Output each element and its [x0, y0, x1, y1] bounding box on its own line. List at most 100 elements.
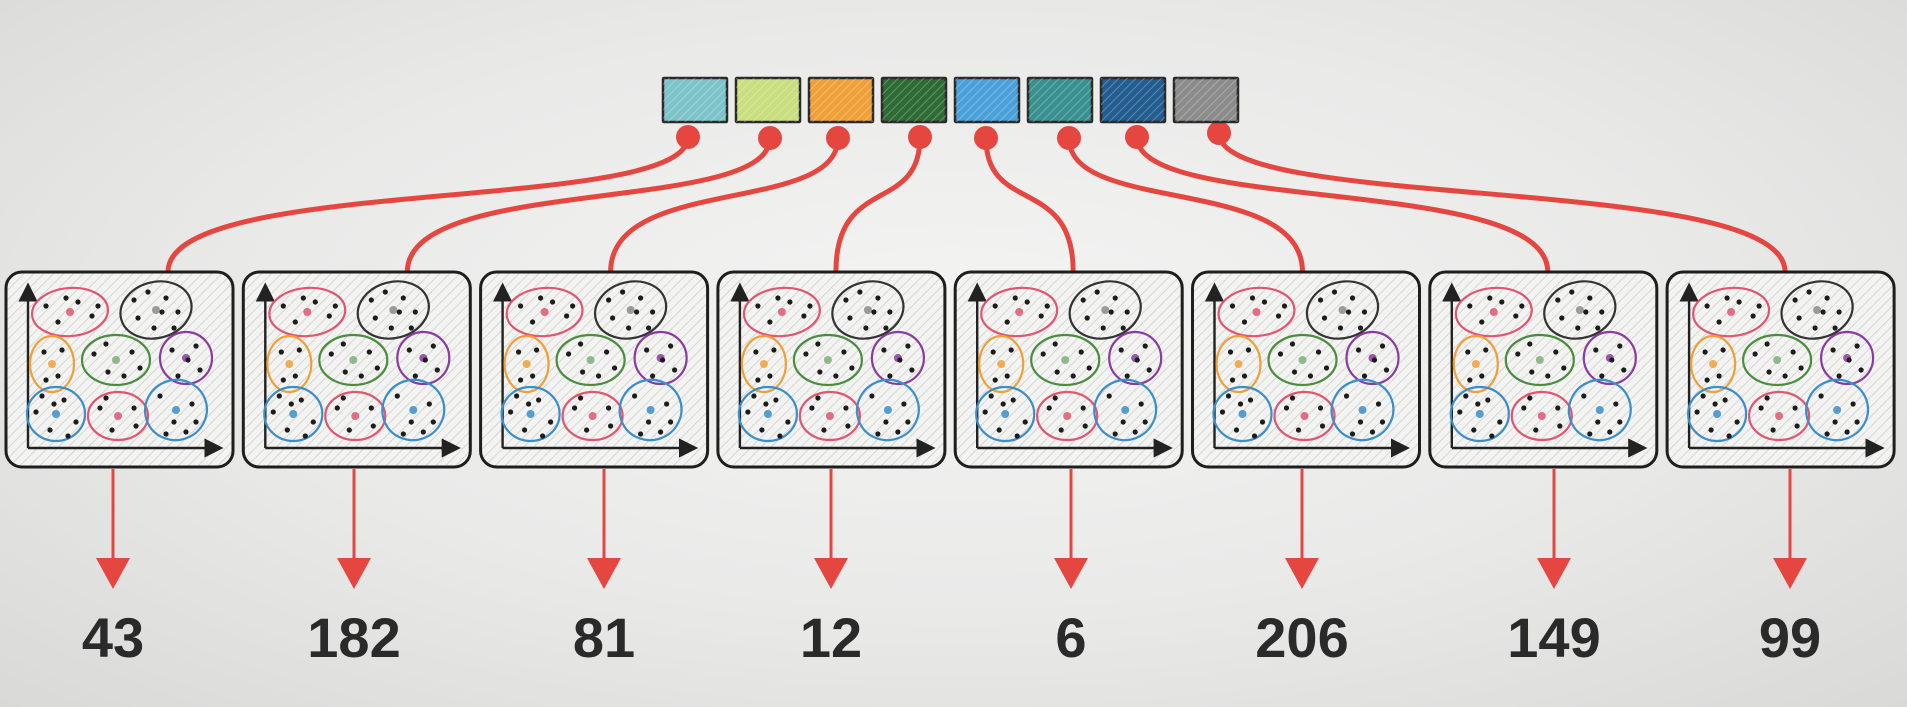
connector-line: [833, 134, 923, 275]
centroid: [1471, 360, 1480, 368]
centroid: [1727, 308, 1736, 316]
connector-dot: [908, 125, 932, 149]
connector-line: [1066, 135, 1305, 275]
cluster-panel: [4, 270, 235, 469]
cluster-panel: [953, 270, 1184, 469]
centroid: [1015, 308, 1024, 316]
output-index: 149: [1507, 469, 1601, 669]
centroid: [540, 308, 549, 316]
output-arrow-head: [814, 558, 848, 589]
output-arrow-head: [587, 558, 621, 589]
centroid: [112, 356, 120, 364]
centroid: [152, 306, 160, 314]
output-arrow-head: [96, 558, 130, 589]
centroid: [522, 360, 531, 368]
output-index-label: 99: [1759, 606, 1821, 669]
output-index: 43: [82, 469, 144, 669]
centroid: [588, 412, 597, 420]
centroid: [303, 308, 312, 316]
connectors: [165, 121, 1788, 275]
centroid: [1709, 360, 1718, 368]
output-index-label: 12: [800, 606, 862, 669]
output-arrow-head: [1537, 558, 1571, 589]
centroid: [1234, 360, 1243, 368]
connector-line: [404, 135, 773, 275]
connector-dot: [1057, 126, 1081, 150]
cluster-panel: [1428, 270, 1659, 469]
centroid: [1595, 406, 1604, 414]
clusters: [263, 280, 451, 443]
data-points: [1694, 289, 1864, 439]
centroid: [777, 308, 786, 316]
codebook-swatch: [1026, 76, 1094, 124]
output-index: 99: [1759, 469, 1821, 669]
centroid: [1713, 410, 1722, 418]
centroid: [114, 412, 122, 420]
centroid: [66, 308, 74, 316]
codebook-swatch: [807, 76, 875, 124]
centroid: [409, 406, 418, 414]
centroid: [48, 360, 56, 368]
clusters: [1449, 280, 1637, 443]
connector-line: [165, 134, 691, 275]
centroid: [1489, 308, 1498, 316]
clusters: [737, 280, 926, 443]
centroid: [1773, 356, 1782, 364]
centroid: [172, 406, 180, 414]
centroid: [289, 410, 298, 418]
centroid: [825, 412, 834, 420]
centroid: [1298, 356, 1307, 364]
centroid: [526, 410, 535, 418]
output-index-label: 206: [1255, 606, 1348, 669]
centroid: [1063, 412, 1072, 420]
connector-line: [1134, 134, 1551, 275]
centroid: [763, 410, 772, 418]
output-indices: 43 182 81 12 6 206 149 99: [82, 469, 1821, 669]
centroid: [997, 360, 1006, 368]
data-points: [508, 289, 678, 439]
centroid: [626, 306, 635, 314]
connector-dot: [676, 125, 700, 149]
centroid: [351, 412, 360, 420]
cluster-panel: [241, 270, 472, 469]
output-arrow-head: [337, 558, 371, 589]
codebook-swatch: [880, 76, 948, 124]
centroid: [1537, 412, 1546, 420]
output-index-label: 6: [1055, 606, 1086, 669]
centroid: [883, 406, 892, 414]
centroid: [759, 360, 768, 368]
centroid: [285, 360, 294, 368]
data-points: [745, 289, 915, 439]
codebook-swatch: [1172, 76, 1240, 124]
codebook: [661, 76, 1240, 124]
centroid: [1252, 308, 1261, 316]
centroid: [1300, 412, 1309, 420]
centroid: [1775, 412, 1784, 420]
connector-dot: [1207, 121, 1231, 145]
clusters: [500, 280, 688, 443]
codebook-swatch: [953, 76, 1021, 124]
output-arrow-head: [1773, 558, 1807, 589]
centroid: [1575, 306, 1584, 314]
clusters: [975, 280, 1163, 443]
centroid: [389, 306, 398, 314]
connector-dot: [826, 126, 850, 150]
output-index-label: 182: [307, 606, 400, 669]
centroid: [1535, 356, 1544, 364]
clusters: [1212, 280, 1400, 443]
centroid: [1833, 406, 1842, 414]
centroid: [863, 306, 872, 314]
centroid: [1338, 306, 1347, 314]
centroid: [586, 356, 595, 364]
centroid: [349, 356, 358, 364]
output-index-label: 149: [1507, 606, 1600, 669]
clusters: [25, 280, 214, 443]
output-arrow-head: [1054, 558, 1088, 589]
output-arrow-head: [1285, 558, 1319, 589]
connector-line: [983, 135, 1076, 275]
centroid: [1061, 356, 1070, 364]
data-points: [33, 289, 203, 439]
output-index: 81: [573, 469, 635, 669]
data-points: [1457, 289, 1627, 439]
